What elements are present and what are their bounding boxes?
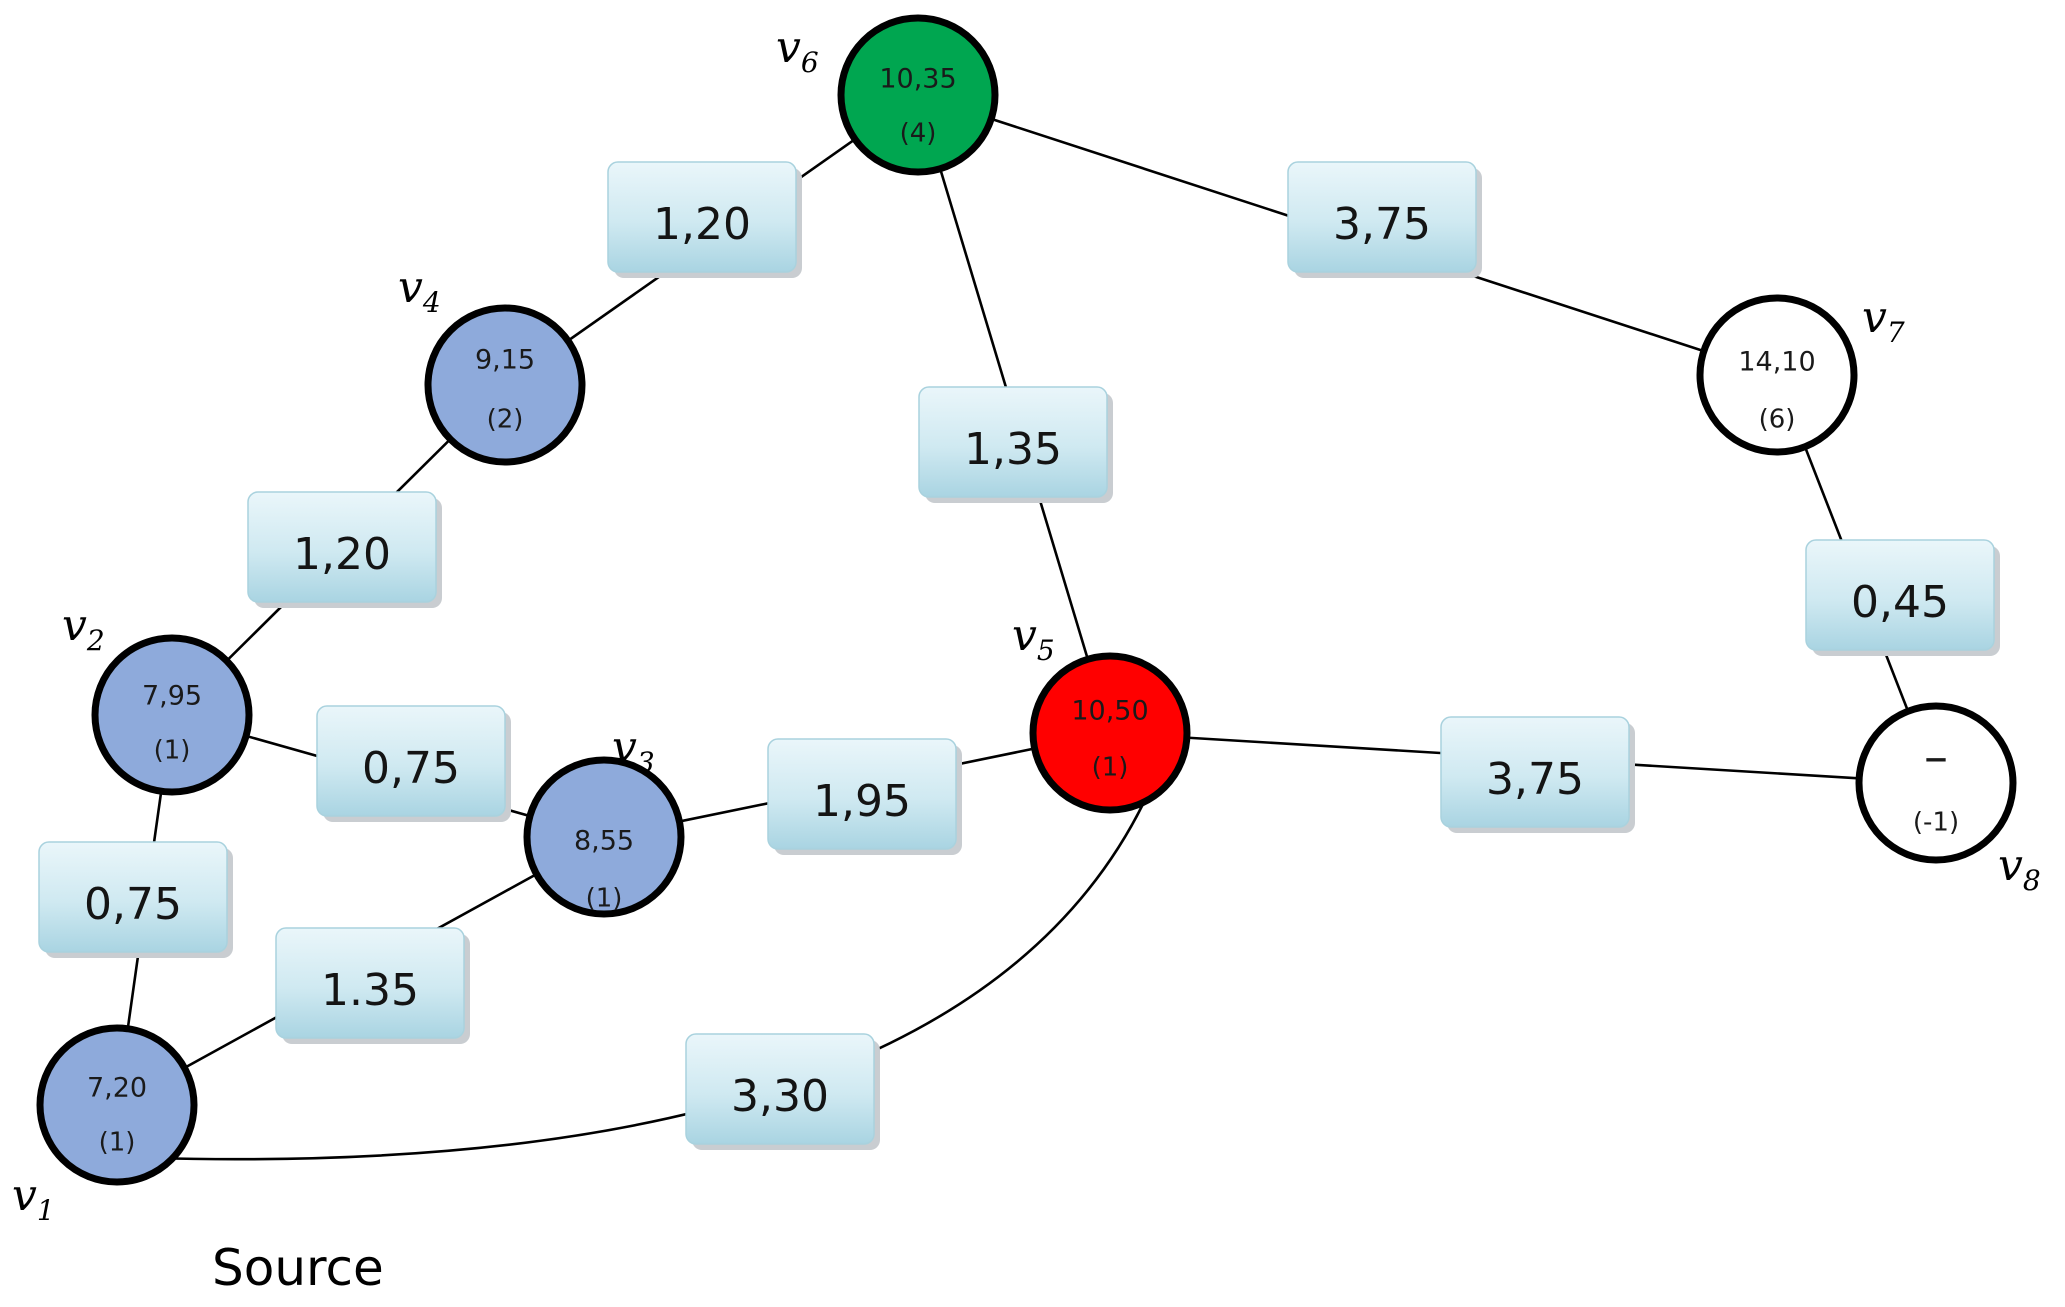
node-v1-circle: [36, 1024, 198, 1186]
weight-v6-v5: 1,35: [918, 386, 1113, 503]
label-v7: v7: [1862, 292, 1905, 349]
weight-v6-v7: 3,75: [1287, 161, 1482, 278]
node-v1-count: (1): [99, 1128, 136, 1158]
node-v4-count: (2): [487, 405, 524, 435]
weight-label: 3,75: [1486, 754, 1584, 805]
weight-label: 3,30: [731, 1071, 829, 1122]
label-v1: v1: [12, 1170, 55, 1227]
node-v2: 7,95 (1): [91, 634, 253, 796]
node-v3: 8,55 (1): [523, 756, 685, 918]
weight-v4-v2: 1,20: [247, 491, 442, 608]
node-v4: 9,15 (2): [424, 304, 586, 466]
node-v6: 10,35 (4): [837, 14, 999, 176]
weight-boxes: 1,20 1,20 0,75 0,75 1.35 1,95: [38, 161, 2000, 1150]
nodes: 7,20 (1) 7,95 (1) 8,55 (1) 9,15 (2) 10,5…: [36, 14, 2017, 1186]
node-v8-value: –: [1924, 729, 1948, 785]
weight-label: 1,35: [964, 424, 1062, 475]
weight-label: 3,75: [1333, 199, 1431, 250]
node-v1: 7,20 (1): [36, 1024, 198, 1186]
label-v6: v6: [776, 22, 819, 79]
vertex-labels: v1 v2 v3 v4 v5 v6 v7 v8: [12, 22, 2041, 1227]
label-v2: v2: [62, 600, 105, 657]
node-v2-value: 7,95: [142, 681, 202, 712]
label-v5: v5: [1012, 610, 1055, 667]
node-v4-circle: [424, 304, 586, 466]
node-v5-count: (1): [1092, 753, 1129, 783]
node-v8-count: (-1): [1913, 808, 1959, 838]
node-v7: 14,10 (6): [1696, 294, 1858, 456]
node-v6-value: 10,35: [879, 64, 956, 95]
weight-v1-v3: 1.35: [275, 927, 470, 1044]
node-v7-circle: [1696, 294, 1858, 456]
label-v3: v3: [612, 722, 655, 779]
weight-label: 1,95: [813, 776, 911, 827]
weight-label: 0,75: [84, 879, 182, 930]
node-v5-circle: [1029, 652, 1191, 814]
node-v5: 10,50 (1): [1029, 652, 1191, 814]
weight-label: 1,20: [293, 529, 391, 580]
weight-label: 0,75: [362, 743, 460, 794]
node-v5-value: 10,50: [1071, 696, 1148, 727]
weight-v5-v8: 3,75: [1440, 716, 1635, 833]
weight-label: 1.35: [321, 965, 419, 1016]
node-v2-circle: [91, 634, 253, 796]
node-v8: – (-1): [1855, 702, 2017, 864]
node-v3-circle: [523, 756, 685, 918]
node-v2-count: (1): [154, 736, 191, 766]
node-v7-count: (6): [1759, 405, 1796, 435]
node-v8-circle: [1855, 702, 2017, 864]
label-v8: v8: [1998, 840, 2041, 897]
weight-label: 0,45: [1851, 577, 1949, 628]
weight-v7-v8: 0,45: [1805, 539, 2000, 656]
weight-v2-v1: 0,75: [38, 841, 233, 958]
weight-v3-v5: 1,95: [767, 738, 962, 855]
weight-v1-v5: 3,30: [685, 1033, 880, 1150]
node-v6-count: (4): [900, 119, 937, 149]
node-v3-count: (1): [586, 884, 623, 914]
weight-v6-v4: 1,20: [607, 161, 802, 278]
node-v7-value: 14,10: [1738, 347, 1815, 378]
weight-v2-v3: 0,75: [316, 705, 511, 822]
source-caption: Source: [212, 1239, 384, 1297]
weight-label: 1,20: [653, 199, 751, 250]
node-v3-value: 8,55: [574, 826, 634, 857]
node-v1-value: 7,20: [87, 1073, 147, 1104]
node-v4-value: 9,15: [475, 345, 535, 376]
label-v4: v4: [398, 262, 441, 319]
node-v6-circle: [837, 14, 999, 176]
